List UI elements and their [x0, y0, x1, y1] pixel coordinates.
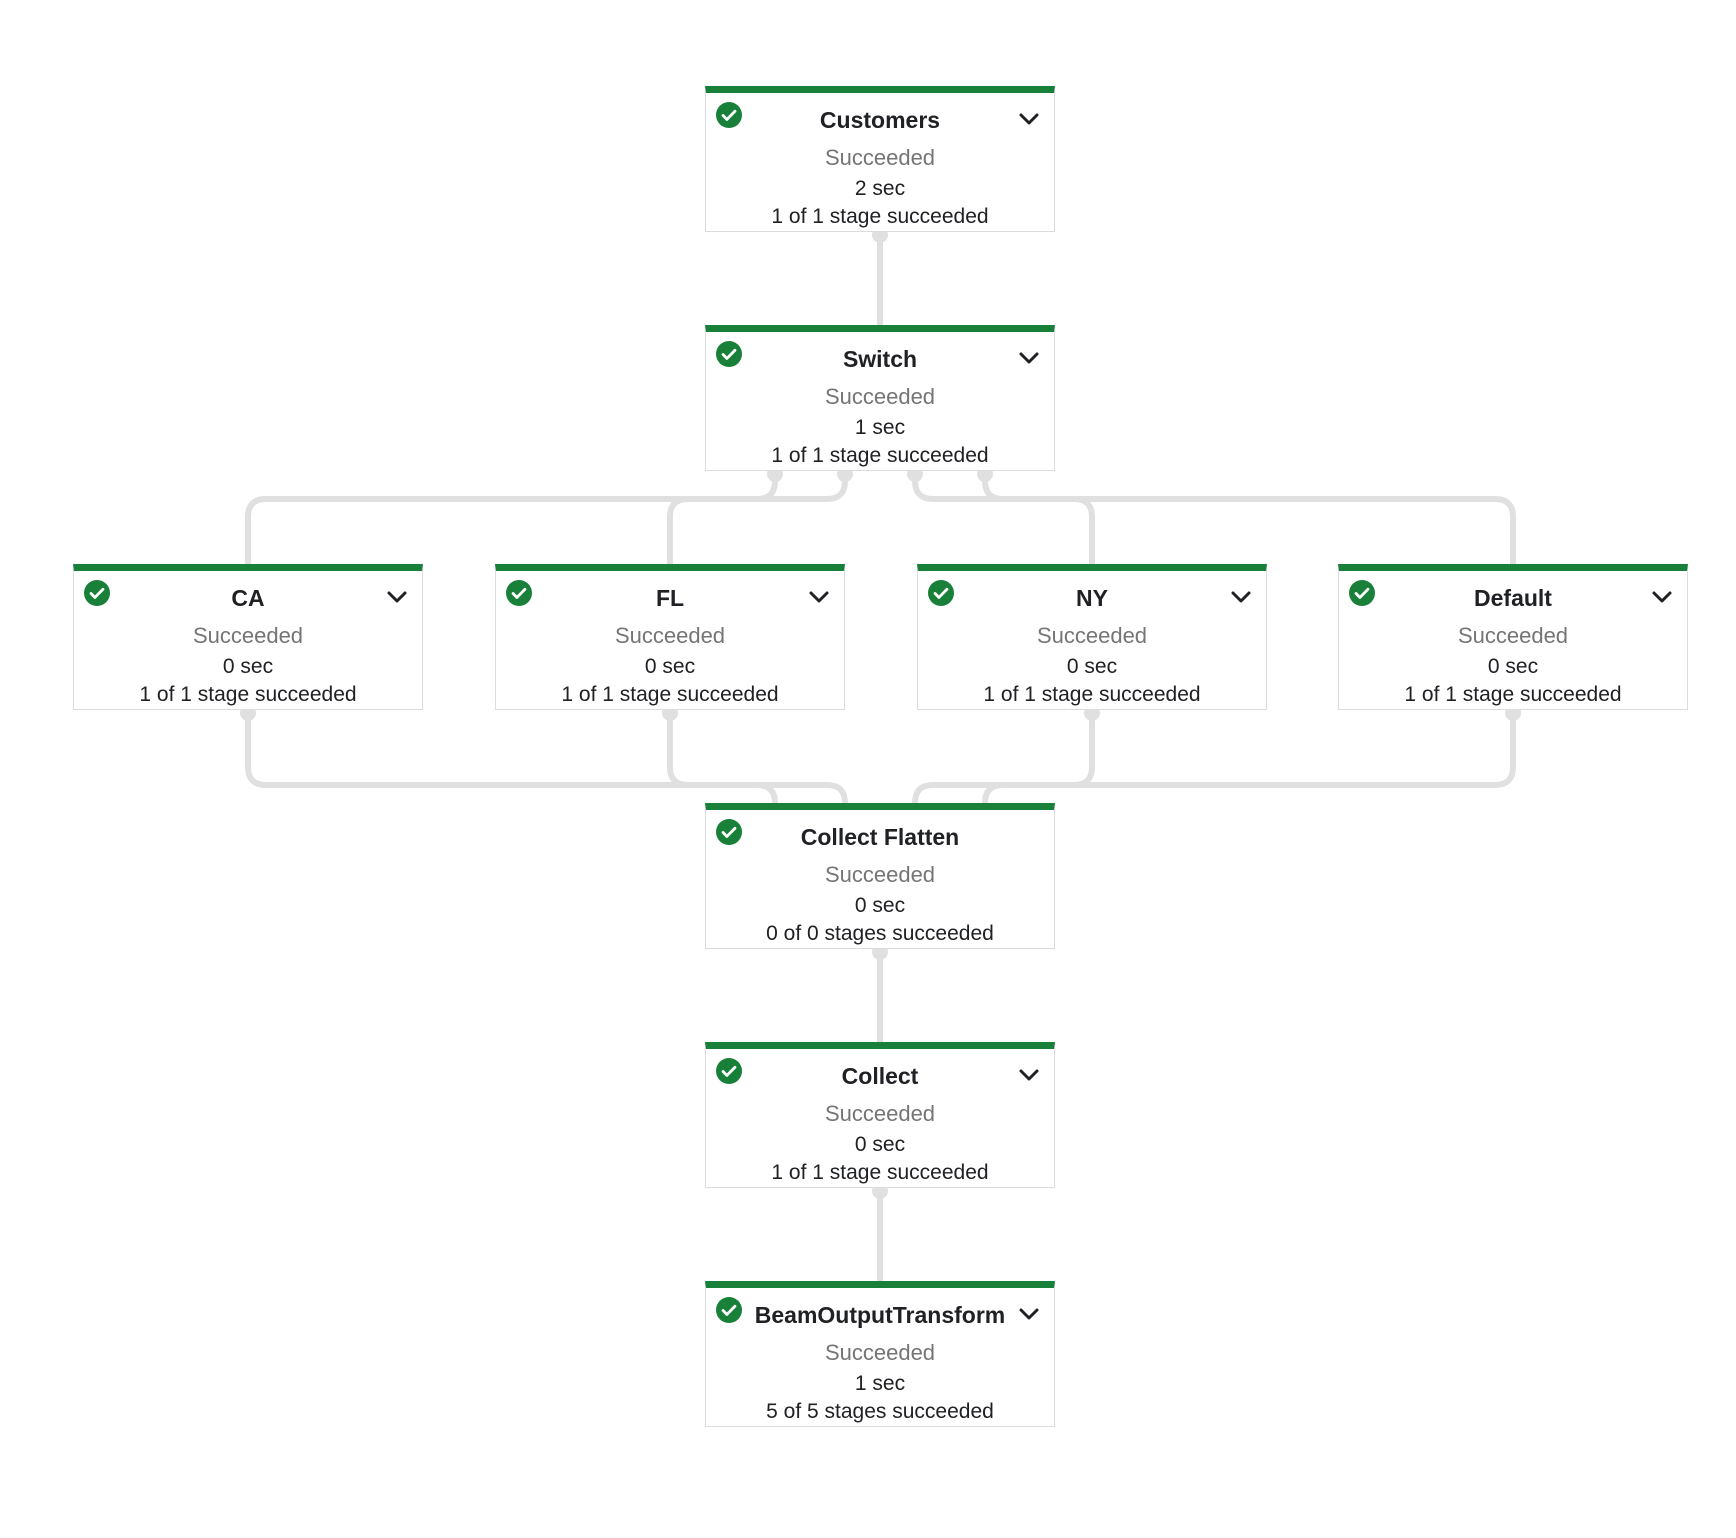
node-stages: 1 of 1 stage succeeded: [1404, 683, 1622, 706]
node-stages: 5 of 5 stages succeeded: [766, 1400, 994, 1423]
node-status: Succeeded: [824, 1340, 936, 1365]
node-status: Succeeded: [1036, 623, 1148, 648]
chevron-down-icon[interactable]: [808, 589, 830, 605]
node-status: Succeeded: [824, 1101, 936, 1126]
node-duration: 0 sec: [1487, 655, 1539, 678]
check-circle-icon: [716, 102, 742, 128]
check-circle-icon: [716, 1297, 742, 1323]
node-ca[interactable]: CA Succeeded 0 sec 1 of 1 stage succeeded: [73, 564, 423, 710]
node-stages: 0 of 0 stages succeeded: [766, 922, 994, 945]
node-duration: 0 sec: [854, 894, 906, 917]
check-circle-icon: [1349, 580, 1375, 606]
check-circle-icon: [928, 580, 954, 606]
node-title: Customers: [819, 107, 941, 133]
edge-switch-to-ny: [912, 468, 1095, 567]
check-circle-icon: [716, 819, 742, 845]
node-duration: 2 sec: [854, 177, 906, 200]
node-fl[interactable]: FL Succeeded 0 sec 1 of 1 stage succeeded: [495, 564, 845, 710]
edge-fl-to-collect-flatten: [667, 707, 848, 806]
node-duration: 0 sec: [222, 655, 274, 678]
node-stages: 1 of 1 stage succeeded: [771, 444, 989, 467]
node-status: Succeeded: [1457, 623, 1569, 648]
node-stages: 1 of 1 stage succeeded: [771, 205, 989, 228]
node-title: FL: [655, 585, 685, 611]
node-title: CA: [231, 585, 265, 611]
node-title: Default: [1474, 585, 1552, 611]
node-duration: 1 sec: [854, 416, 906, 439]
node-stages: 1 of 1 stage succeeded: [561, 683, 779, 706]
node-title: NY: [1076, 585, 1108, 611]
edge-ca-to-collect-flatten: [245, 707, 778, 806]
check-circle-icon: [716, 1058, 742, 1084]
node-status: Succeeded: [614, 623, 726, 648]
node-ny[interactable]: NY Succeeded 0 sec 1 of 1 stage succeeded: [917, 564, 1267, 710]
edge-switch-to-fl: [667, 468, 848, 567]
node-status: Succeeded: [192, 623, 304, 648]
edge-ny-to-collect-flatten: [912, 707, 1095, 806]
node-duration: 0 sec: [1066, 655, 1118, 678]
node-duration: 0 sec: [854, 1133, 906, 1156]
node-duration: 1 sec: [854, 1372, 906, 1395]
node-status: Succeeded: [824, 145, 936, 170]
node-title: Switch: [842, 346, 918, 372]
check-circle-icon: [506, 580, 532, 606]
check-circle-icon: [84, 580, 110, 606]
chevron-down-icon[interactable]: [386, 589, 408, 605]
edge-switch-to-ca: [245, 468, 778, 567]
node-title: Collect Flatten: [800, 824, 960, 850]
chevron-down-icon[interactable]: [1230, 589, 1252, 605]
chevron-down-icon[interactable]: [1018, 1306, 1040, 1322]
chevron-down-icon[interactable]: [1018, 1067, 1040, 1083]
node-status: Succeeded: [824, 384, 936, 409]
node-status: Succeeded: [824, 862, 936, 887]
node-title: Collect: [841, 1063, 919, 1089]
check-circle-icon: [716, 341, 742, 367]
node-stages: 1 of 1 stage succeeded: [983, 683, 1201, 706]
node-duration: 0 sec: [644, 655, 696, 678]
chevron-down-icon[interactable]: [1018, 350, 1040, 366]
edge-default-to-collect-flatten: [982, 707, 1516, 806]
node-title: BeamOutputTransform: [754, 1302, 1006, 1328]
chevron-down-icon[interactable]: [1018, 111, 1040, 127]
edge-switch-to-default: [982, 468, 1516, 567]
node-stages: 1 of 1 stage succeeded: [771, 1161, 989, 1184]
node-stages: 1 of 1 stage succeeded: [139, 683, 357, 706]
chevron-down-icon[interactable]: [1651, 589, 1673, 605]
